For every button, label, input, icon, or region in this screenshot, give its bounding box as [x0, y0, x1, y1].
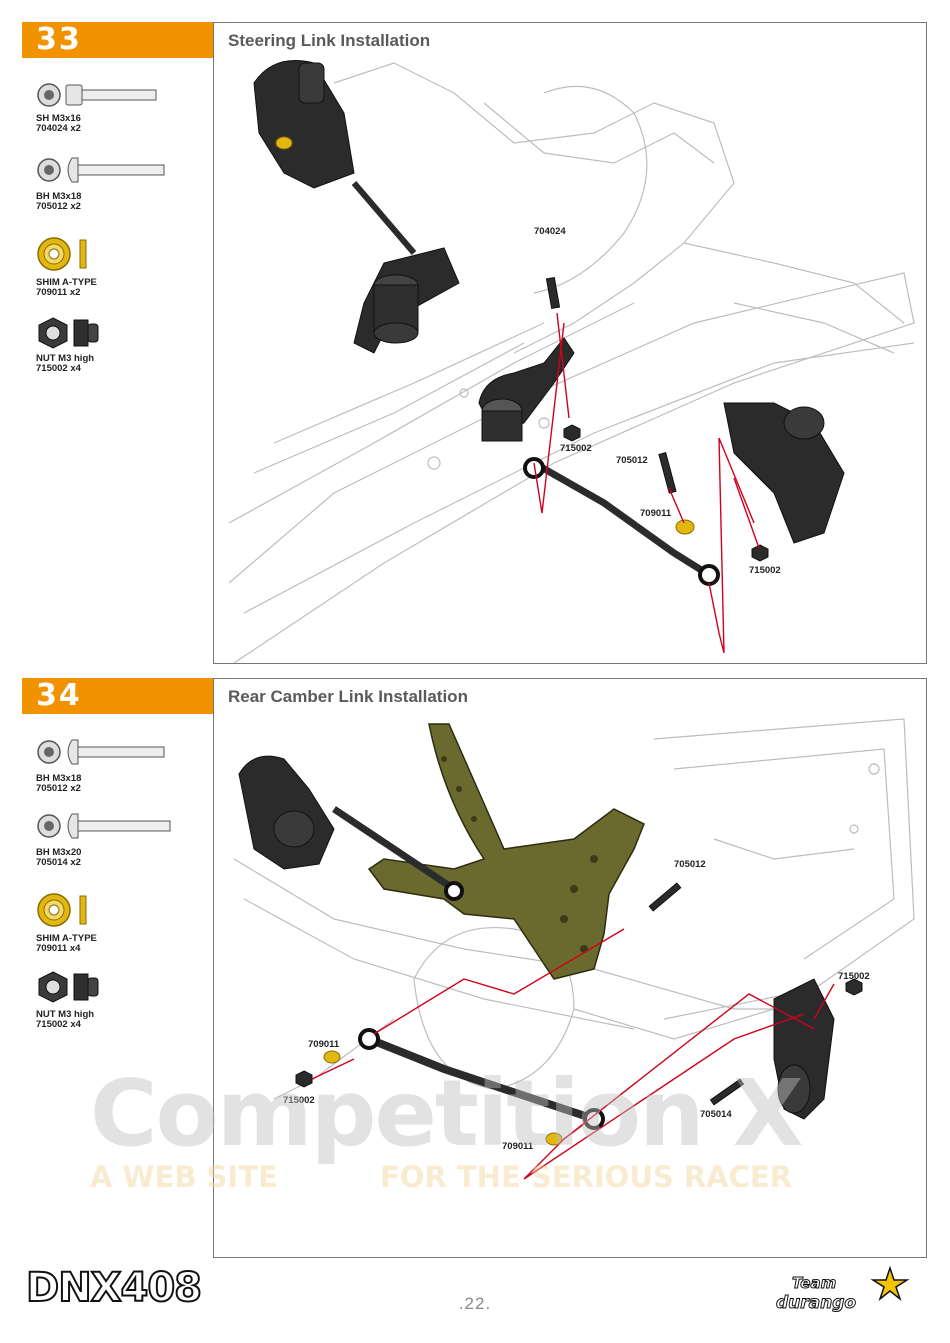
callout-label: 704024 [534, 226, 566, 237]
svg-text:durango: durango [776, 1293, 856, 1313]
callout-label: 709011 [502, 1141, 534, 1152]
callout-label: 705012 [616, 455, 648, 466]
step-panel: Rear Camber Link Installation [213, 678, 927, 1258]
assembly-diagram [228, 60, 915, 663]
callout-label: 715002 [560, 443, 592, 454]
shim-icon [37, 237, 87, 271]
model-logo: DNX408 [25, 1264, 203, 1312]
callout-label: 709011 [640, 508, 672, 519]
button-head-screw-icon [37, 157, 165, 183]
step-number: 34 [22, 678, 213, 714]
shim-icon [37, 893, 87, 927]
button-head-screw-icon [37, 739, 165, 765]
lock-nut-icon [38, 317, 99, 349]
lock-nut-icon [38, 971, 99, 1003]
page-number: .22. [458, 1294, 492, 1313]
callout-label: 715002 [749, 565, 781, 576]
callout-label: 709011 [308, 1039, 340, 1050]
callout-label: 715002 [283, 1095, 315, 1106]
callout-label: 705012 [674, 859, 706, 870]
assembly-diagram [233, 718, 915, 1180]
step-title: Steering Link Installation [228, 31, 431, 50]
svg-text:Team: Team [792, 1274, 836, 1292]
callout-label: 705014 [700, 1109, 732, 1120]
step-panel: Steering Link Installation [213, 22, 927, 664]
step-number: 33 [22, 22, 213, 58]
button-head-screw-icon [37, 813, 171, 839]
step-title: Rear Camber Link Installation [228, 687, 468, 706]
socket-head-screw-icon [37, 83, 157, 107]
callout-label: 715002 [838, 971, 870, 982]
brand-logo: Team durango [776, 1266, 910, 1314]
